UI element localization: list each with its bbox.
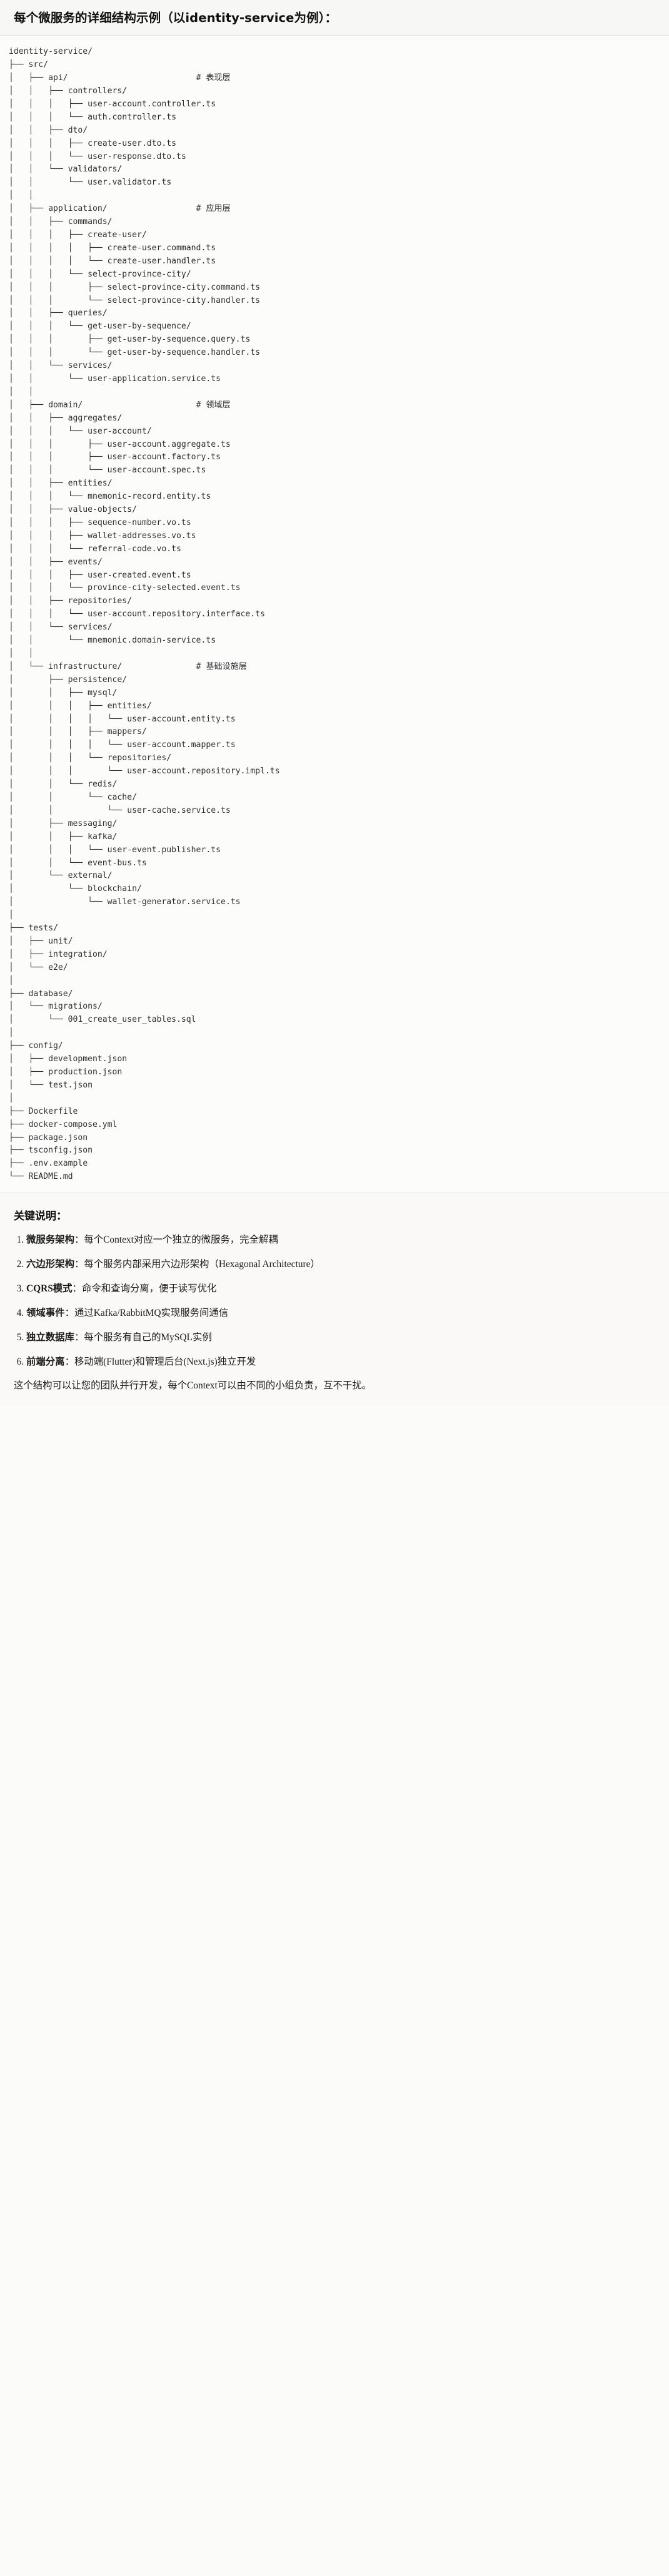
key-note-item: 微服务架构：每个Context对应一个独立的微服务，完全解耦 <box>26 1233 655 1248</box>
key-notes-heading: 关键说明： <box>14 1210 67 1223</box>
key-note-desc: ：移动端(Flutter)和管理后台(Next.js)独立开发 <box>64 1356 256 1367</box>
key-note-term: CQRS模式 <box>26 1283 73 1294</box>
page-header: 每个微服务的详细结构示例（以identity-service为例）： <box>0 0 669 36</box>
key-note-item: CQRS模式：命令和查询分离，便于读写优化 <box>26 1281 655 1296</box>
key-note-desc: ：命令和查询分离，便于读写优化 <box>72 1283 217 1294</box>
key-note-desc: ：通过Kafka/RabbitMQ实现服务间通信 <box>64 1307 229 1318</box>
key-note-item: 前端分离：移动端(Flutter)和管理后台(Next.js)独立开发 <box>26 1355 655 1370</box>
tree-comment: # 基础设施层 <box>196 661 247 671</box>
key-note-item: 独立数据库：每个服务有自己的MySQL实例 <box>26 1330 655 1345</box>
directory-tree: identity-service/ ├── src/ │ ├── api/ # … <box>9 47 280 1182</box>
tree-comment: # 领域层 <box>196 400 231 410</box>
key-notes-section: 关键说明： 微服务架构：每个Context对应一个独立的微服务，完全解耦六边形架… <box>0 1193 669 1406</box>
page-root: 每个微服务的详细结构示例（以identity-service为例）： ident… <box>0 0 669 1405</box>
key-note-term: 前端分离 <box>26 1356 65 1367</box>
tree-comment: # 表现层 <box>196 73 231 83</box>
key-note-term: 领域事件 <box>26 1307 65 1318</box>
page-title: 每个微服务的详细结构示例（以identity-service为例）： <box>14 11 338 25</box>
closing-paragraph: 这个结构可以让您的团队并行开发，每个Context可以由不同的小组负责，互不干扰… <box>14 1380 372 1392</box>
key-note-desc: ：每个服务内部采用六边形架构（Hexagonal Architecture） <box>74 1259 320 1270</box>
key-note-term: 独立数据库 <box>26 1331 74 1343</box>
key-note-desc: ：每个服务有自己的MySQL实例 <box>74 1331 212 1343</box>
key-note-term: 微服务架构 <box>26 1235 74 1246</box>
key-notes-list: 微服务架构：每个Context对应一个独立的微服务，完全解耦六边形架构：每个服务… <box>14 1233 655 1369</box>
key-note-item: 领域事件：通过Kafka/RabbitMQ实现服务间通信 <box>26 1306 655 1321</box>
key-note-desc: ：每个Context对应一个独立的微服务，完全解耦 <box>74 1235 278 1246</box>
key-note-item: 六边形架构：每个服务内部采用六边形架构（Hexagonal Architectu… <box>26 1257 655 1272</box>
key-note-term: 六边形架构 <box>26 1259 74 1270</box>
tree-comment: # 应用层 <box>196 204 231 214</box>
directory-tree-block: identity-service/ ├── src/ │ ├── api/ # … <box>0 36 669 1194</box>
